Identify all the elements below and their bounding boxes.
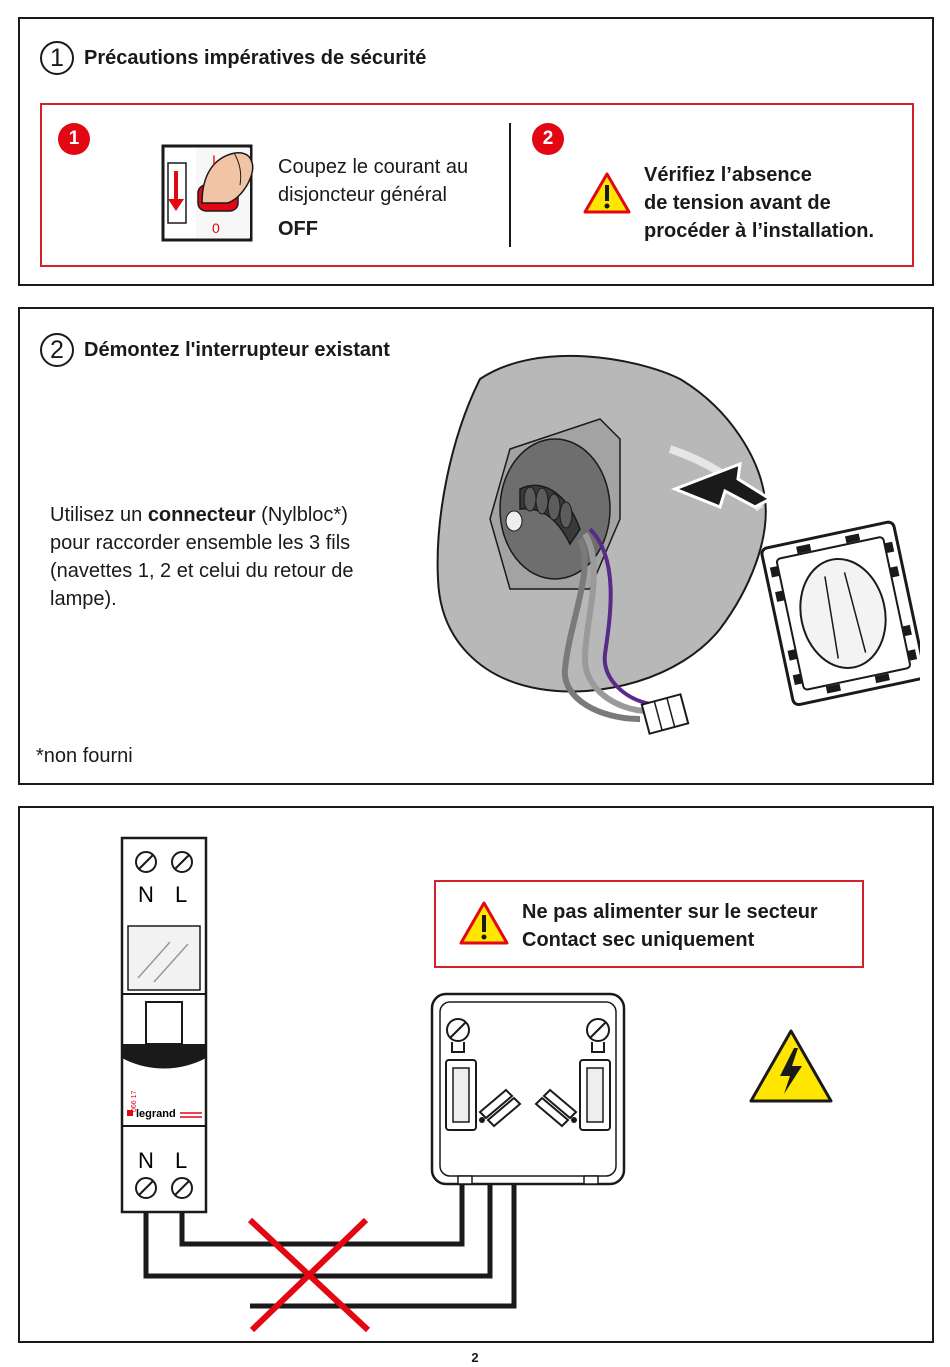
verify-line3: procéder à l’installation. xyxy=(644,220,875,242)
warning-triangle-icon xyxy=(583,172,631,214)
badge-two: 2 xyxy=(532,123,564,155)
circuit-breaker-switch-icon: I 0 xyxy=(161,144,254,242)
verify-line2: de tension avant de xyxy=(644,192,831,214)
warning-text: Ne pas alimenter sur le secteur Contact … xyxy=(522,898,818,954)
warning-line1: Ne pas alimenter sur le secteur xyxy=(522,901,818,923)
cut-power-line1: Coupez le courant au xyxy=(278,156,469,178)
switch-off-mark: 0 xyxy=(212,220,220,236)
breaker-top-l: L xyxy=(175,882,187,907)
cut-power-line2: disjoncteur général xyxy=(278,184,447,206)
breaker-ref: 066 17 xyxy=(131,1090,138,1112)
wall-box-illustration xyxy=(436,354,920,735)
instruction-line1: Utilisez un connecteur (Nylbloc*) xyxy=(50,501,354,529)
divider xyxy=(509,123,511,247)
step-number: 1 xyxy=(40,41,74,75)
safety-header: 1 Précautions impératives de sécurité xyxy=(40,41,426,75)
badge-one: 1 xyxy=(58,123,90,155)
footnote: *non fourni xyxy=(36,745,133,767)
instruction-bold: connecteur xyxy=(147,504,256,526)
page-number: 2 xyxy=(471,1350,479,1365)
dismantle-header: 2 Démontez l'interrupteur existant xyxy=(40,333,390,367)
safety-frame: 1 I 0 Coupez le courant au disjoncteur g… xyxy=(40,103,914,267)
switch-on-mark: I xyxy=(212,152,216,168)
section-title: Démontez l'interrupteur existant xyxy=(84,338,390,361)
step-number: 2 xyxy=(40,333,74,367)
safety-section: 1 Précautions impératives de sécurité 1 … xyxy=(18,17,934,286)
instruction-prefix: Utilisez un xyxy=(50,504,148,526)
verify-line1: Vérifiez l’absence xyxy=(644,164,812,186)
wiring-diagram: N L 066 17 legrand N L xyxy=(120,836,517,1332)
breaker-brand: legrand xyxy=(136,1108,176,1120)
dry-contact-warning: Ne pas alimenter sur le secteur Contact … xyxy=(434,880,864,968)
cut-power-text: Coupez le courant au disjoncteur général… xyxy=(278,153,468,243)
connector-instruction: Utilisez un connecteur (Nylbloc*) pour r… xyxy=(50,501,354,613)
verify-text: Vérifiez l’absence de tension avant de p… xyxy=(644,161,874,245)
instruction-line4: lampe). xyxy=(50,588,117,610)
off-label: OFF xyxy=(278,218,318,240)
breaker-bottom-n: N xyxy=(138,1148,154,1173)
high-voltage-icon xyxy=(749,1029,833,1103)
breaker-bottom-l: L xyxy=(175,1148,187,1173)
warning-triangle-icon xyxy=(459,901,509,945)
instruction-line3: (navettes 1, 2 et celui du retour de xyxy=(50,560,354,582)
cross-icon xyxy=(247,1217,371,1332)
warning-line2: Contact sec uniquement xyxy=(522,929,755,951)
wiring-section: N L 066 17 legrand N L xyxy=(18,806,934,1343)
section-title: Précautions impératives de sécurité xyxy=(84,46,427,69)
instruction-after-bold: (Nylbloc*) xyxy=(255,504,348,526)
instruction-line2: pour raccorder ensemble les 3 fils xyxy=(50,532,351,554)
breaker-top-n: N xyxy=(138,882,154,907)
device-module xyxy=(430,992,626,1186)
dismantle-section: 2 Démontez l'interrupteur existant Utili… xyxy=(18,307,934,785)
